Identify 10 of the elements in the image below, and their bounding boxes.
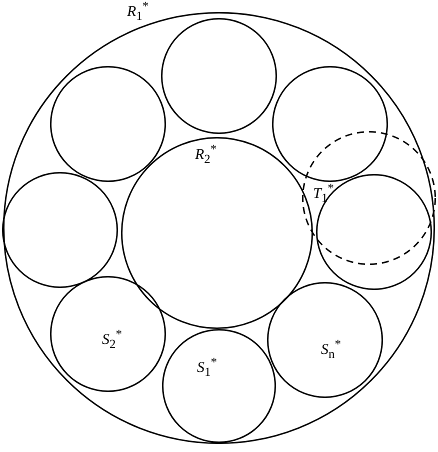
chain-circle	[50, 66, 166, 182]
dashed-circle	[302, 131, 436, 265]
chain-circle	[267, 282, 383, 398]
chain-circle	[50, 276, 166, 392]
chain-circle	[161, 18, 277, 134]
chain-circle	[316, 174, 432, 290]
inner-circle	[121, 137, 313, 329]
chain-circle	[272, 66, 388, 182]
chain-circle	[2, 172, 118, 288]
chain-circle	[162, 329, 276, 443]
